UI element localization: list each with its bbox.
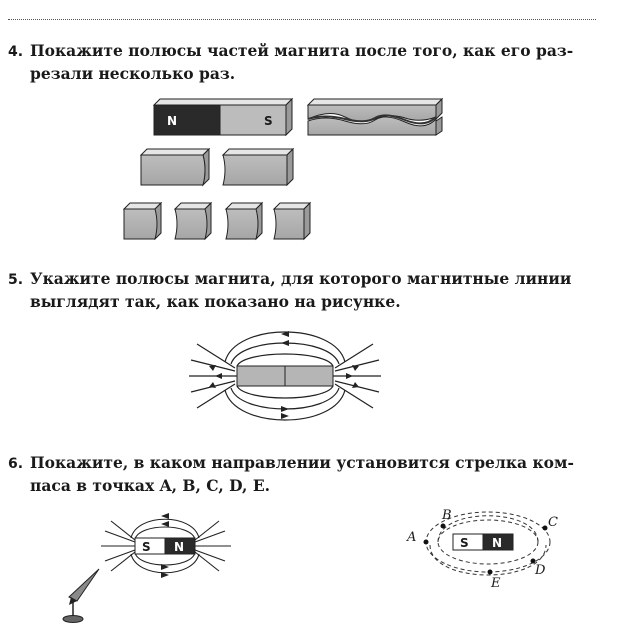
whole-magnet: N S bbox=[152, 97, 294, 137]
question-number: 4. bbox=[8, 44, 24, 60]
question-5: 5. Укажите полюсы магнита, для которого м… bbox=[8, 268, 608, 313]
figure-compass-near-magnet: S N bbox=[55, 505, 255, 630]
point-b-label: B bbox=[441, 508, 452, 523]
magnet-n-label: N bbox=[167, 114, 177, 128]
point-d-label: D bbox=[534, 563, 546, 578]
compass-needle-icon bbox=[62, 568, 100, 623]
question-6: 6. Покажите, в каком направлении установи… bbox=[8, 452, 608, 497]
figure-compass-points: S N A B C D E bbox=[405, 505, 580, 595]
magnet-s-label: S bbox=[142, 540, 151, 554]
figure-cut-magnet: N S bbox=[110, 95, 450, 245]
magnet-left-half bbox=[236, 365, 286, 387]
point-c-label: C bbox=[548, 515, 558, 530]
magnet-s-label: S bbox=[264, 114, 273, 128]
top-dotted-rule bbox=[8, 19, 596, 20]
point-e-marker bbox=[487, 569, 493, 575]
magnet-n-label: N bbox=[174, 540, 184, 554]
question-text-line2: паса в точках A, B, C, D, E. bbox=[30, 476, 271, 495]
question-number: 5. bbox=[8, 272, 24, 288]
point-a-marker bbox=[423, 539, 429, 545]
point-c-marker bbox=[542, 525, 548, 531]
magnet-n-half bbox=[482, 533, 514, 551]
magnet-n-half bbox=[164, 537, 196, 555]
point-a-label: A bbox=[406, 530, 416, 545]
question-text-line2: резали несколько раз. bbox=[30, 64, 236, 83]
magnet-right-half bbox=[284, 365, 334, 387]
question-text-line1: Покажите полюсы частей магнита после тог… bbox=[30, 41, 574, 60]
two-halves bbox=[139, 147, 295, 187]
figure-field-lines bbox=[185, 320, 385, 432]
question-4: 4. Покажите полюсы частей магнита после т… bbox=[8, 40, 608, 85]
magnet-n-label: N bbox=[492, 536, 502, 550]
question-number: 6. bbox=[8, 456, 24, 472]
question-text-line2: выглядят так, как показано на рисунке. bbox=[30, 292, 401, 311]
question-text-line1: Покажите, в каком направлении установитс… bbox=[30, 453, 574, 472]
point-d-marker bbox=[530, 558, 536, 564]
magnet-s-label: S bbox=[460, 536, 469, 550]
lengthwise-split-magnet bbox=[306, 97, 444, 136]
four-quarters bbox=[122, 201, 312, 241]
question-text-line1: Укажите полюсы магнита, для которого маг… bbox=[30, 269, 572, 288]
point-b-marker bbox=[440, 523, 446, 529]
point-e-label: E bbox=[490, 576, 501, 591]
